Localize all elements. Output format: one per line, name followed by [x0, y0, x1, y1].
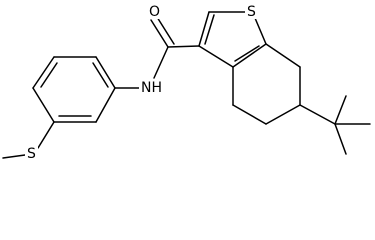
bond-benzene-1-inner [92, 62, 109, 88]
bond-tbutyl-attach [299, 104, 336, 125]
sulfur-methyl-label: S [27, 146, 36, 162]
bond-benzene-1 [95, 56, 116, 89]
bond-benzene-4 [32, 87, 55, 123]
bond-benzene-6 [95, 87, 116, 123]
atom-label-sulfur-methyl: S [25, 145, 38, 162]
atom-label-nitrogen: NH [139, 79, 164, 96]
sulfur-ring-label: S [247, 4, 256, 20]
bond-thiophene-c7a-c3a-inner [234, 45, 260, 62]
bond-layer [2, 11, 371, 159]
atom-label-sulfur-ring: S [245, 3, 258, 20]
bond-benzene-to-sulfur [37, 121, 55, 149]
nitrogen-h-label: NH [141, 80, 162, 96]
bond-benzene-3 [32, 56, 55, 89]
bond-thiophene-c3a-c3 [198, 45, 234, 68]
bond-thiophene-c3-c2 [198, 11, 210, 47]
bond-tbutyl-methyl-bottom [334, 123, 347, 155]
bond-benzene-3-inner [40, 62, 58, 88]
oxygen-label: O [149, 4, 160, 20]
bond-thiophene-s-c7a [254, 17, 267, 45]
bond-carbonyl-to-nitrogen [153, 46, 169, 79]
bond-thiophene-c3-c2-inner [204, 14, 215, 45]
bond-carbonyl-double-a [150, 19, 169, 48]
molecule-structure: O S NH S [2, 3, 371, 162]
bond-ring-c6-c5 [265, 104, 301, 125]
bond-ring-c7a-c7 [265, 43, 301, 68]
bond-sulfur-to-methyl [2, 154, 26, 159]
bond-thiophene-c7a-c3a [232, 43, 267, 68]
atom-label-oxygen: O [148, 4, 161, 20]
bond-tbutyl-methyl-top [334, 95, 347, 125]
bond-carbonyl-to-thiophene [167, 45, 200, 48]
bond-ring-c5-c4 [232, 104, 267, 125]
bond-carbonyl-double-b [156, 16, 175, 45]
